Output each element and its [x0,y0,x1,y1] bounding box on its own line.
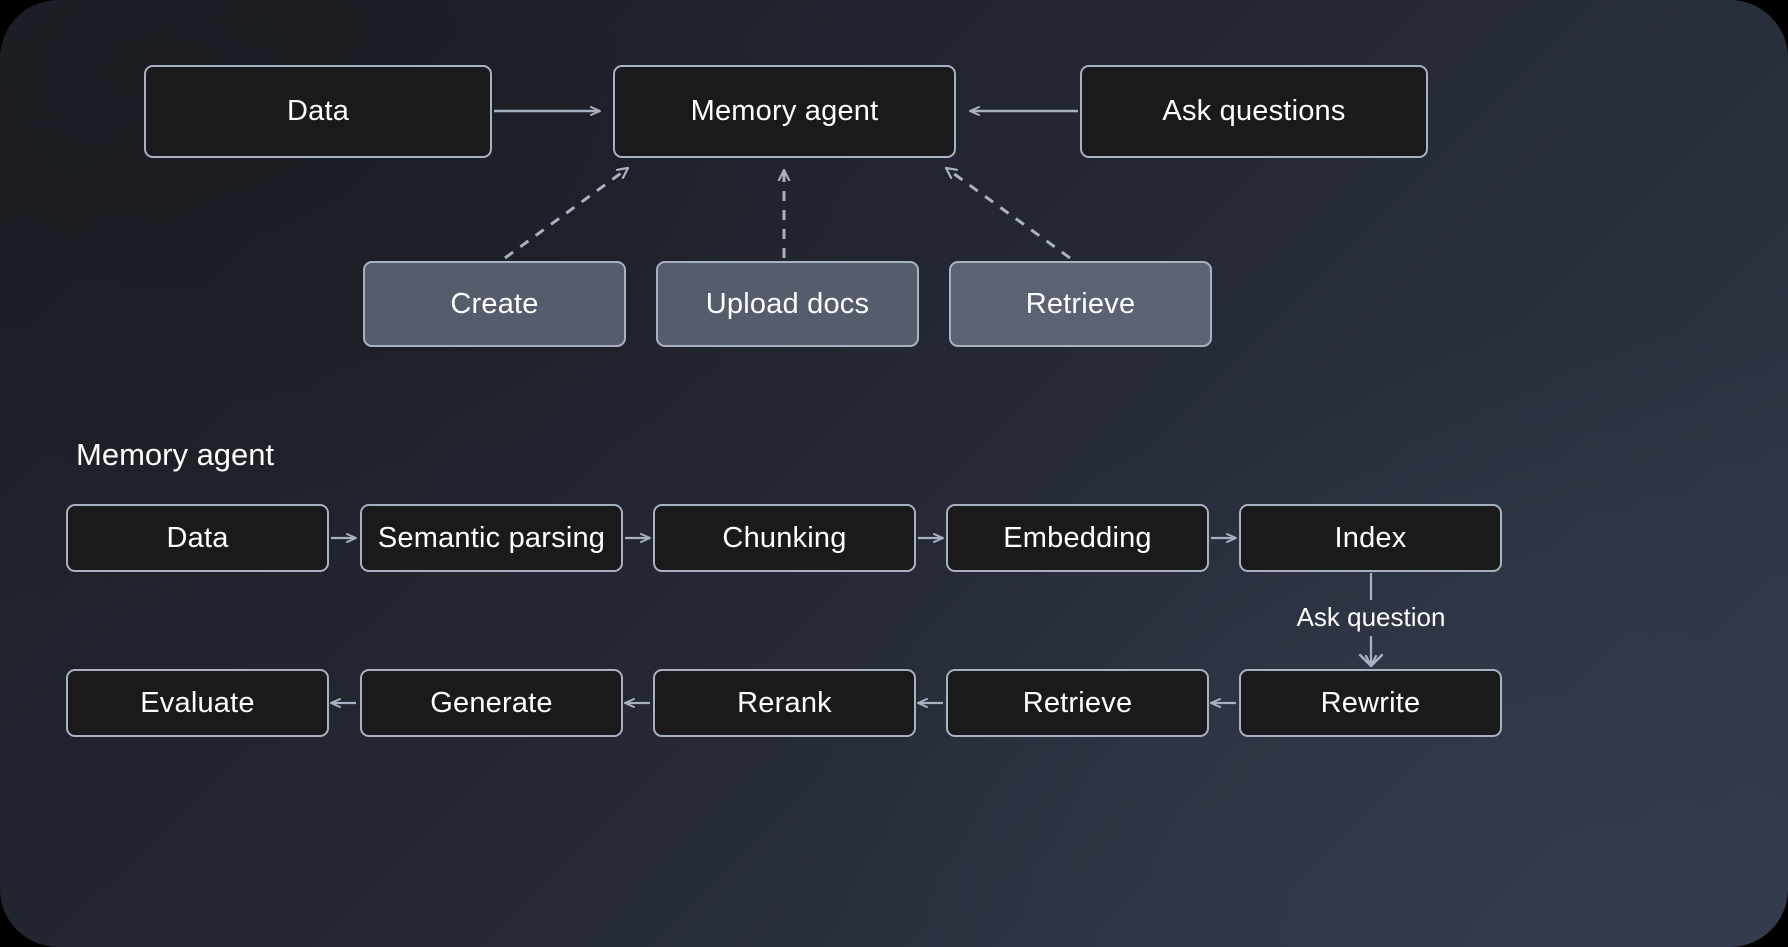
node-pipeline-rewrite[interactable]: Rewrite [1239,669,1502,737]
node-label: Upload docs [705,287,870,320]
node-label: Rerank [737,686,832,719]
node-label: Ask questions [1162,95,1346,127]
node-pipeline-evaluate[interactable]: Evaluate [66,669,329,737]
node-label: Semantic parsing [377,521,606,554]
node-pipeline-embedding[interactable]: Embedding [946,504,1209,572]
node-pipeline-generate[interactable]: Generate [360,669,623,737]
arrowhead-down-to-rewrite [1358,653,1384,668]
node-label: Retrieve [1025,287,1136,320]
node-label: Generate [430,686,553,719]
node-pipeline-semantic-parsing[interactable]: Semantic parsing [360,504,623,572]
node-label: Index [1334,521,1407,554]
node-data-top[interactable]: Data [144,65,492,158]
node-label: Data [286,95,350,127]
node-pipeline-retrieve[interactable]: Retrieve [946,669,1209,737]
node-pipeline-rerank[interactable]: Rerank [653,669,916,737]
node-label: Chunking [722,521,847,554]
node-label: Data [166,521,229,554]
node-label: Retrieve [1022,686,1133,719]
node-label: Embedding [1003,521,1152,554]
node-pipeline-index[interactable]: Index [1239,504,1502,572]
connector-create-to-memory-agent [504,166,628,260]
edge-label-ask-question: Ask question [1296,602,1446,632]
node-label: Rewrite [1320,686,1421,719]
connector-retrieve-to-memory-agent [946,166,1071,260]
node-label: Evaluate [140,686,255,719]
node-ask-questions[interactable]: Ask questions [1080,65,1428,158]
node-create[interactable]: Create [363,261,626,347]
node-pipeline-data[interactable]: Data [66,504,329,572]
node-memory-agent[interactable]: Memory agent [613,65,956,158]
section-title-memory-agent: Memory agent [76,437,275,472]
node-retrieve-action[interactable]: Retrieve [949,261,1212,347]
node-upload-docs[interactable]: Upload docs [656,261,919,347]
node-label: Memory agent [690,95,879,127]
node-label: Create [450,287,539,320]
node-pipeline-chunking[interactable]: Chunking [653,504,916,572]
